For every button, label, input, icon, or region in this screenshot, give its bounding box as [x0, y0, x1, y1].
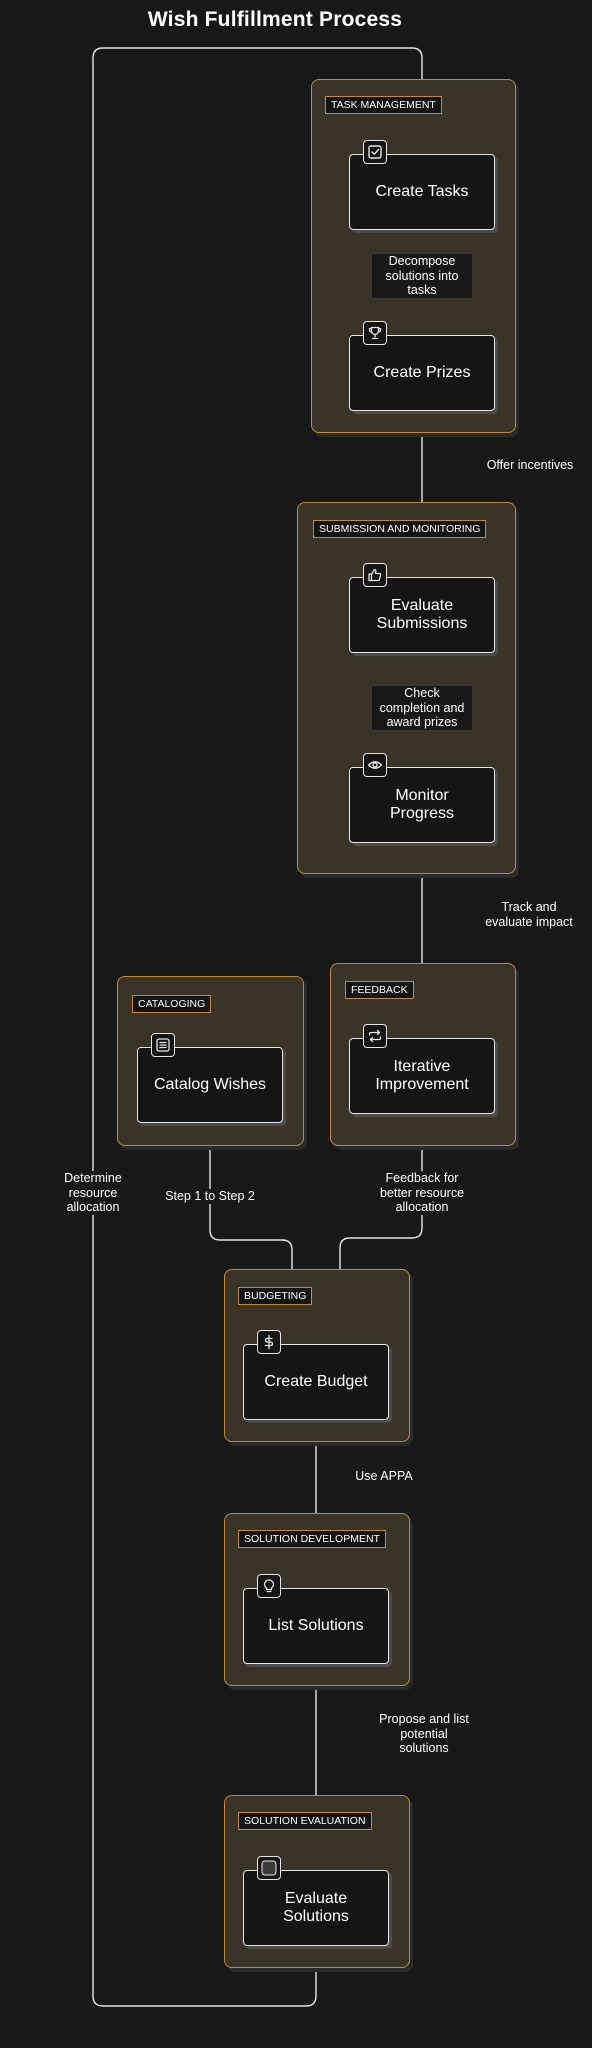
- node-create-tasks[interactable]: Create Tasks: [349, 154, 495, 230]
- trophy-icon: [363, 321, 387, 345]
- thumbs-up-icon: [363, 563, 387, 587]
- node-create-prizes[interactable]: Create Prizes: [349, 335, 495, 411]
- group-label-task-management: TASK MANAGEMENT: [325, 96, 442, 114]
- node-evaluate-submissions-label: Evaluate Submissions: [376, 597, 468, 632]
- node-monitor-progress[interactable]: Monitor Progress: [349, 767, 495, 843]
- node-catalog-wishes[interactable]: Catalog Wishes: [137, 1047, 283, 1123]
- node-monitor-progress-label: Monitor Progress: [389, 787, 455, 822]
- diagram-title: Wish Fulfillment Process: [147, 8, 403, 31]
- group-label-feedback: FEEDBACK: [345, 981, 414, 999]
- edge-label-step: Step 1 to Step 2: [158, 1189, 262, 1204]
- repeat-icon: [363, 1024, 387, 1048]
- edge-feedback: [340, 1114, 423, 1346]
- dollar-icon: [257, 1330, 281, 1354]
- node-create-prizes-label: Create Prizes: [373, 364, 471, 381]
- group-label-submission: SUBMISSION AND MONITORING: [313, 520, 487, 538]
- group-label-budgeting: BUDGETING: [238, 1287, 313, 1305]
- edge-label-feedback-for: Feedback for better resource allocation: [370, 1171, 474, 1215]
- node-create-budget-label: Create Budget: [264, 1373, 368, 1390]
- node-create-budget[interactable]: Create Budget: [243, 1344, 389, 1420]
- edge-label-propose: Propose and list potential solutions: [372, 1712, 476, 1756]
- edge-step: [209, 1123, 292, 1346]
- node-catalog-wishes-label: Catalog Wishes: [153, 1076, 267, 1093]
- edge-label-decompose: Decompose solutions into tasks: [372, 254, 472, 298]
- edge-determine-resource-allocation: [92, 47, 422, 2007]
- node-iterative-improvement[interactable]: Iterative Improvement: [349, 1038, 495, 1114]
- edge-label-use-appa: Use APPA: [350, 1469, 418, 1484]
- node-iterative-improvement-label: Iterative Improvement: [375, 1058, 469, 1093]
- square-icon: [257, 1856, 281, 1880]
- node-evaluate-solutions-label: Evaluate Solutions: [283, 1890, 349, 1925]
- edge-label-offer-incentives: Offer incentives: [478, 458, 582, 473]
- edge-label-determine: Determine resource allocation: [54, 1171, 132, 1215]
- node-evaluate-solutions[interactable]: Evaluate Solutions: [243, 1870, 389, 1946]
- group-label-solution-evaluation: SOLUTION EVALUATION: [238, 1812, 372, 1830]
- lightbulb-icon: [257, 1574, 281, 1598]
- group-label-solution-development: SOLUTION DEVELOPMENT: [238, 1530, 386, 1548]
- node-list-solutions[interactable]: List Solutions: [243, 1588, 389, 1664]
- edge-label-track: Track and evaluate impact: [476, 900, 582, 929]
- list-icon: [151, 1033, 175, 1057]
- group-label-cataloging: CATALOGING: [132, 995, 212, 1013]
- node-evaluate-submissions[interactable]: Evaluate Submissions: [349, 577, 495, 653]
- node-create-tasks-label: Create Tasks: [375, 183, 469, 200]
- checkbox-icon: [363, 140, 387, 164]
- eye-icon: [363, 753, 387, 777]
- node-list-solutions-label: List Solutions: [268, 1617, 364, 1634]
- edge-label-check-completion: Check completion and award prizes: [372, 686, 472, 730]
